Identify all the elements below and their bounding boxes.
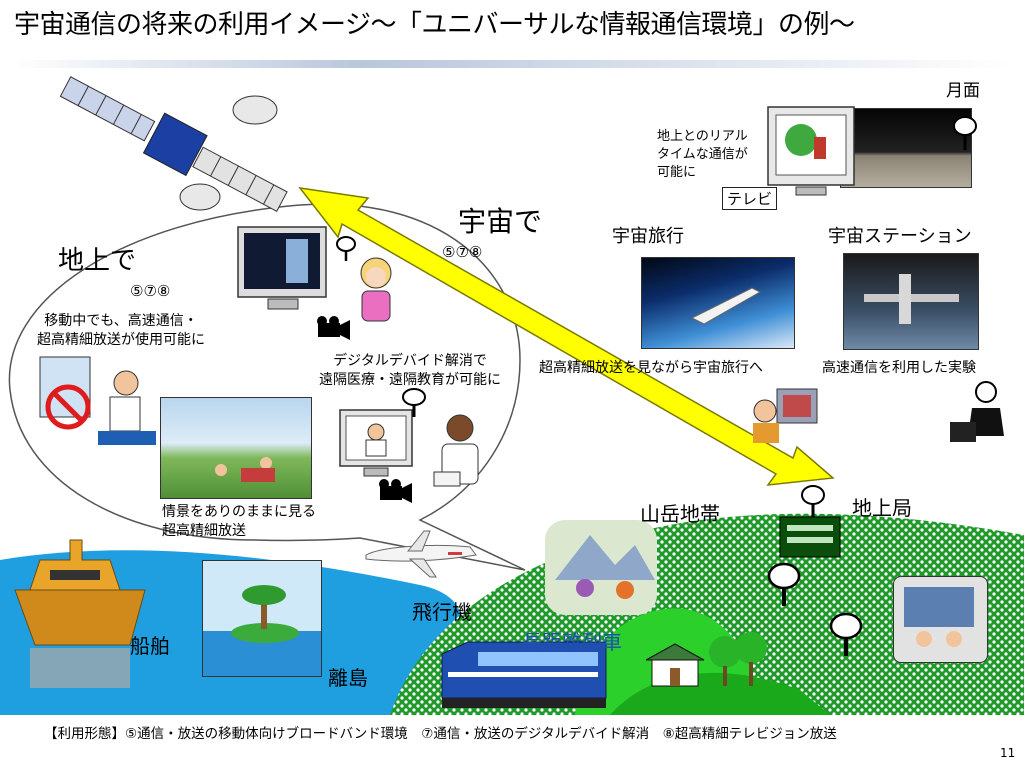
ship-label: 船舶 [130, 634, 170, 658]
space-station-label: 宇宙ステーション [828, 226, 972, 247]
ground-station-icon [779, 485, 841, 558]
train-icon [441, 641, 607, 708]
moon-label: 月面 [946, 81, 980, 101]
airplane-icon [365, 530, 477, 578]
video-camera-icon [317, 316, 350, 340]
space-marks: ⑤⑦⑧ [442, 243, 483, 261]
house-icon [645, 643, 705, 687]
space-travel-photo [641, 257, 795, 349]
space-travel-label: 宇宙旅行 [612, 226, 684, 247]
video-camera-icon-2 [379, 479, 412, 503]
child-icon [360, 257, 392, 322]
ground-station-label: 地上局 [852, 496, 912, 520]
dish-antenna-icon [336, 236, 356, 261]
moon-caption: 地上とのリアル タイムな通信が 可能に [657, 129, 748, 180]
island-label: 離島 [328, 666, 368, 690]
aircraft-label: 飛行機 [412, 600, 472, 624]
train-label: 長距離列車 [522, 630, 622, 654]
space-station-caption: 高速通信を利用した実験 [822, 360, 976, 376]
ground-marks: ⑤⑦⑧ [130, 282, 171, 300]
tv-monitor-icon [767, 106, 855, 196]
space-ground-arrow [298, 186, 835, 486]
in-vehicle-user-icon [39, 356, 156, 445]
mountain-label: 山岳地帯 [640, 502, 720, 526]
researcher-at-desk-icon [950, 381, 1004, 442]
mountain-picture [545, 520, 657, 615]
space-label: 宇宙で [458, 205, 543, 238]
space-travel-caption: 超高精細放送を見ながら宇宙旅行へ [539, 360, 763, 376]
scenery-caption: 情景をありのままに見る 超高精細放送 [162, 504, 316, 539]
video-conference-picture [893, 576, 988, 663]
mobile-caption: 移動中でも、高速通信・ 超高精細放送が使用可能に [37, 313, 205, 348]
ship-icon [14, 539, 146, 688]
dish-antenna-icon-3 [767, 562, 801, 606]
scenery-broadcast-photo [160, 397, 312, 499]
dish-antenna-icon-2 [402, 388, 426, 417]
moon-antenna-icon [953, 116, 977, 150]
tv-label: テレビ [722, 187, 778, 210]
dish-antenna-icon-4 [829, 612, 863, 656]
title-underline [10, 60, 1014, 68]
moon-surface-photo [840, 108, 972, 188]
viewer-with-tv-icon [753, 388, 818, 443]
space-station-photo [843, 253, 979, 350]
slide-title: 宇宙通信の将来の利用イメージ～「ユニバーサルな情報通信環境」の例～ [14, 10, 855, 40]
satellite-icon [59, 76, 288, 212]
usage-footnote: 【利用形態】⑤通信・放送の移動体向けブロードバンド環境 ⑦通信・放送のデジタルデ… [44, 726, 837, 742]
doctor-monitor-icon [339, 409, 413, 477]
ground-label: 地上で [58, 246, 137, 276]
ground-balloon [8, 203, 526, 571]
student-icon [433, 414, 479, 487]
digital-divide-caption: デジタルデバイド解消で 遠隔医療・遠隔教育が可能に [319, 353, 501, 388]
page-number: 11 [1000, 746, 1016, 760]
island-picture [202, 560, 322, 677]
telemedicine-monitor-icon [237, 226, 327, 310]
trees-icon [709, 632, 767, 686]
